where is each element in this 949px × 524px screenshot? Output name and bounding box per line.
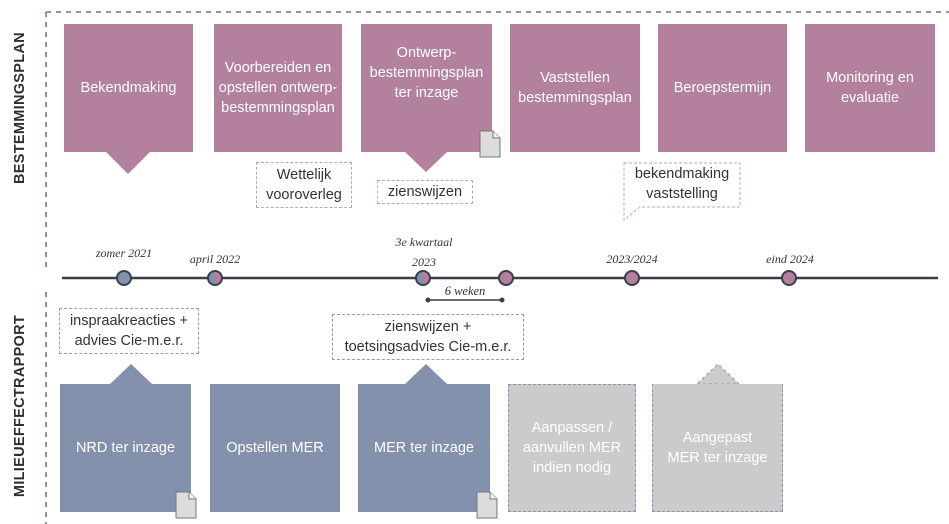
plan-box-vaststellen: Vaststellen bestemmingsplan [510, 24, 640, 152]
document-icon [476, 491, 498, 519]
timeline-label-3e-kwartaal-2023: 3e kwartaal 2023 [395, 235, 453, 269]
note-zienswijzen-toetsingsadvies: zienswijzen + toetsingsadvies Cie-m.e.r. [332, 314, 524, 360]
mer-box-nrd-ter-inzage: NRD ter inzage [60, 384, 191, 512]
note-bekendmaking-vaststelling-frame [623, 162, 741, 222]
note-wettelijk-vooroverleg: Wettelijk vooroverleg [256, 162, 352, 208]
interval-label-6-weken: 6 weken [444, 284, 486, 298]
mer-box-opstellen-mer: Opstellen MER [210, 384, 340, 512]
timeline-marker-zomer-2021 [116, 270, 132, 286]
timeline-label-zomer-2021: zomer 2021 [95, 246, 153, 260]
note-inspraakreacties: inspraakreacties + advies Cie-m.e.r. [59, 308, 199, 354]
plan-box-beroepstermijn: Beroepstermijn [658, 24, 787, 152]
mer-box-mer-ter-inzage: MER ter inzage [358, 384, 490, 512]
timeline-marker-2023-2024 [624, 270, 640, 286]
timeline-label-april-2022: april 2022 [189, 252, 241, 266]
mer-box-aangepast-mer: Aangepast MER ter inzage [652, 384, 783, 512]
document-icon [479, 130, 501, 158]
timeline-marker-6-weken-end [498, 270, 514, 286]
note-zienswijzen: zienswijzen [377, 180, 473, 204]
plan-box-ontwerp-ter-inzage: Ontwerp-bestemmingsplan ter inzage [361, 24, 492, 152]
plan-box-monitoring: Monitoring en evaluatie [805, 24, 935, 152]
plan-box-voorbereiden: Voorbereiden en opstellen ontwerp-bestem… [214, 24, 342, 152]
mer-box-aanpassen: Aanpassen / aanvullen MER indien nodig [508, 384, 636, 512]
document-icon [175, 491, 197, 519]
timeline-marker-3e-kwartaal-2023 [415, 270, 431, 286]
timeline-label-2023-2024: 2023/2024 [606, 252, 658, 266]
timeline-marker-eind-2024 [781, 270, 797, 286]
timeline-label-eind-2024: eind 2024 [766, 252, 814, 266]
note-bekendmaking-vaststelling: bekendmaking vaststelling [634, 166, 730, 202]
timeline-marker-april-2022 [207, 270, 223, 286]
plan-box-bekendmaking: Bekendmaking [64, 24, 193, 152]
